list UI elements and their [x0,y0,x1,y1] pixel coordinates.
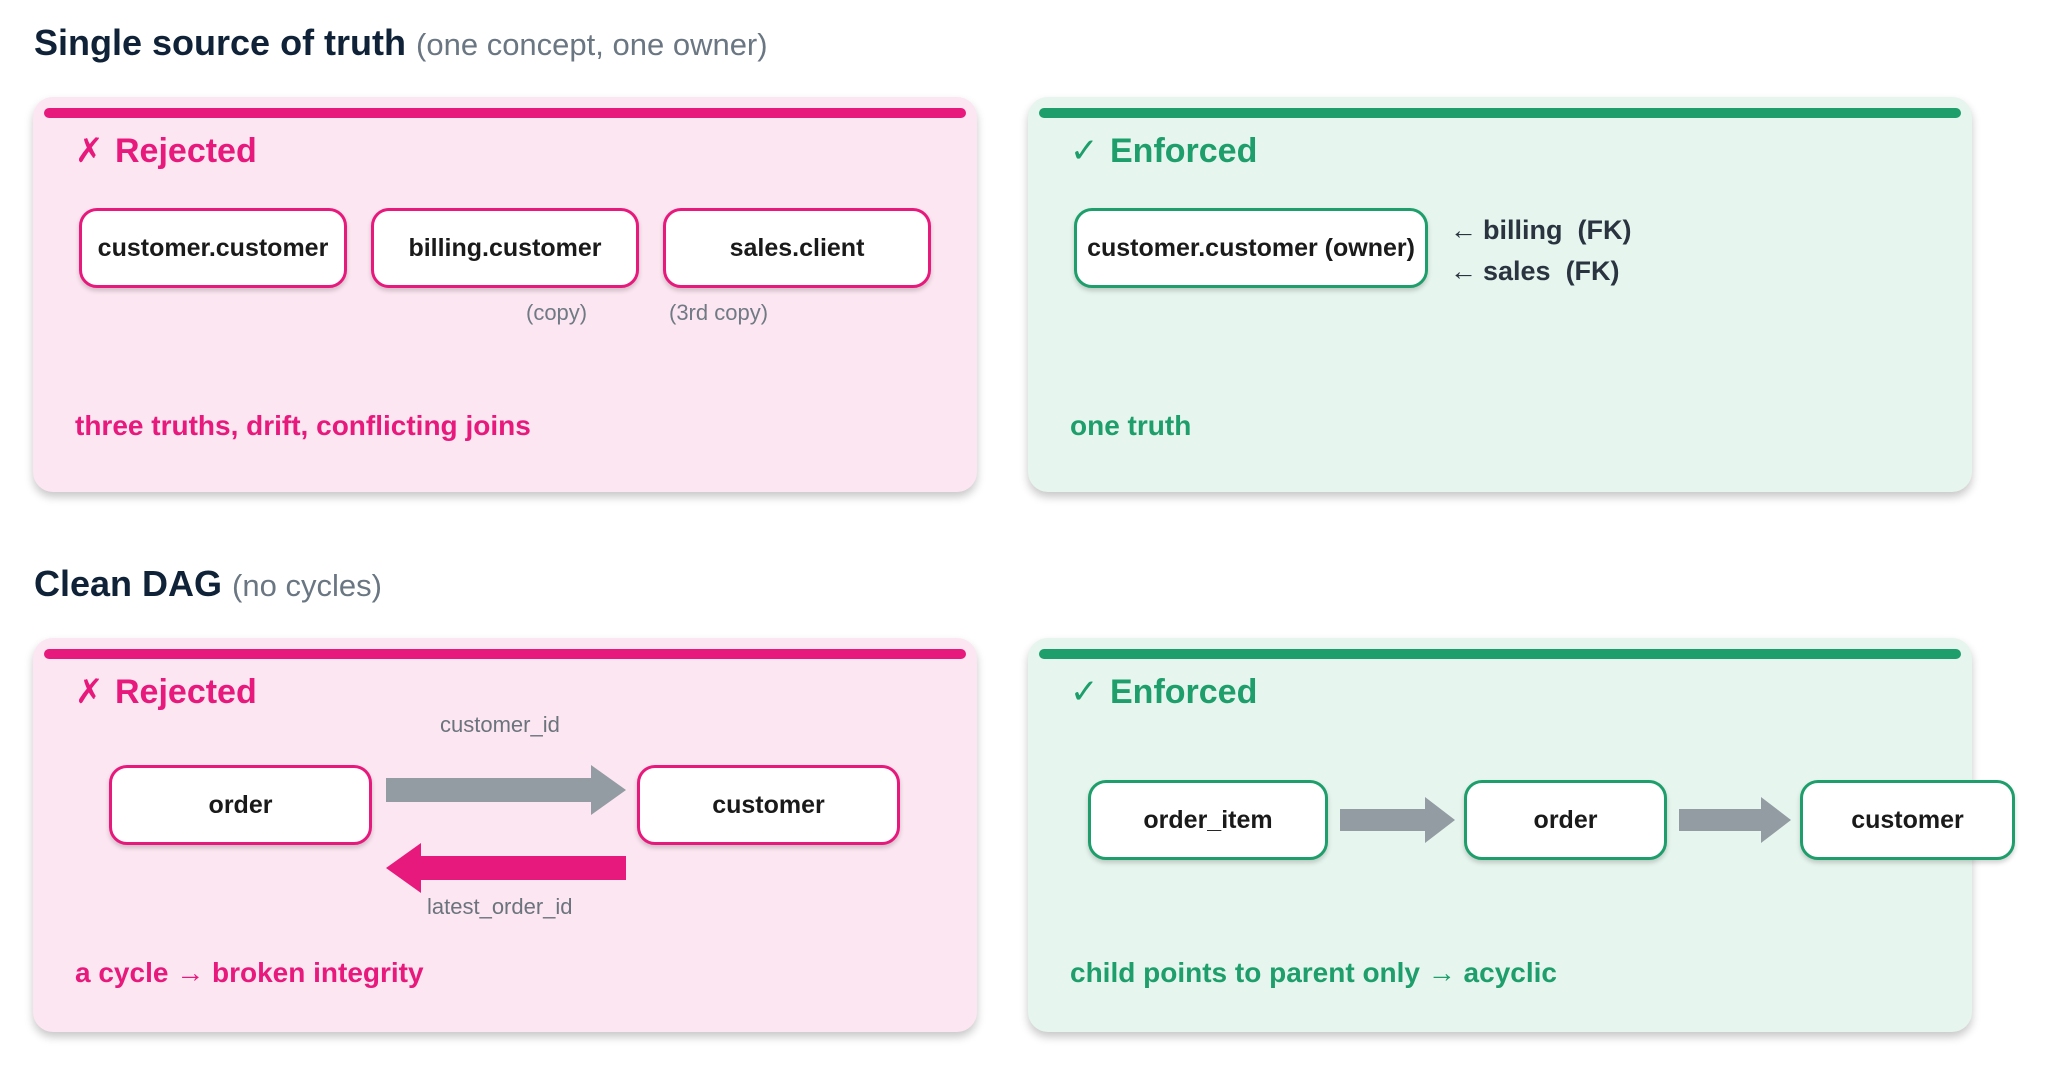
panel-rejected-dag: ✗ Rejected customer_id order customer lat… [33,638,977,1032]
arrow-order-item-to-order [1340,797,1455,843]
arrow-shape [1340,797,1455,843]
section-title-text: Single source of truth [34,22,407,63]
node-order-item: order_item [1088,780,1328,860]
cross-icon: ✗ [75,673,104,711]
panel-heading-text: Rejected [115,132,257,170]
check-icon: ✓ [1070,132,1099,170]
arrow-customer-to-order [386,843,626,893]
node-customer-customer: customer.customer [79,208,347,288]
panel-footer-enforced: child points to parent only → acyclic [1070,957,1557,988]
panel-heading-text: Enforced [1110,673,1258,711]
edge-label-customer-id: customer_id [440,712,560,737]
section-subtitle: (one concept, one owner) [416,27,768,62]
panel-footer-rejected: three truths, drift, conflicting joins [75,410,531,441]
panel-heading-text: Enforced [1110,132,1258,170]
node-customer: customer [1800,780,2015,860]
note-copy: (copy) [526,300,588,325]
section-title-text: Clean DAG [34,563,223,604]
panel-enforced-single-source: ✓ Enforced customer.customer (owner) ←bil… [1028,97,1972,492]
panel-top-bar [1039,649,1961,659]
section-title-single-source: Single source of truth (one concept, one … [34,22,768,64]
panel-top-bar [1039,108,1961,118]
panel-top-bar [44,649,966,659]
panel-footer-enforced: one truth [1070,410,1192,441]
panel-top-bar [44,108,966,118]
arrow-shape [386,843,626,893]
ref-text: sales (FK) [1483,256,1620,286]
node-customer-owner: customer.customer (owner) [1074,208,1428,288]
panel-heading-rejected: ✗ Rejected [75,131,257,171]
node-sales-client: sales.client [663,208,931,288]
panel-rejected-single-source: ✗ Rejected customer.customer billing.cust… [33,97,977,492]
ref-text: billing (FK) [1483,215,1632,245]
panel-heading-text: Rejected [115,673,257,711]
left-arrow-icon: ← [1450,256,1477,286]
panel-footer-rejected: a cycle → broken integrity [75,957,424,988]
arrow-order-to-customer [386,765,626,815]
node-customer: customer [637,765,900,845]
check-icon: ✓ [1070,673,1099,711]
arrow-shape [1679,797,1791,843]
panel-enforced-dag: ✓ Enforced order_item order customer chil… [1028,638,2015,1032]
panel-heading-enforced: ✓ Enforced [1070,131,1257,171]
panel-heading-rejected: ✗ Rejected [75,672,257,712]
ref-billing-fk: ←billing (FK) [1450,215,1631,246]
section-title-clean-dag: Clean DAG (no cycles) [34,563,382,605]
node-order: order [109,765,372,845]
panel-heading-enforced: ✓ Enforced [1070,672,1257,712]
ref-sales-fk: ←sales (FK) [1450,256,1620,287]
arrow-order-to-customer [1679,797,1791,843]
node-billing-customer: billing.customer [371,208,639,288]
edge-label-latest-order-id: latest_order_id [427,894,573,919]
note-third-copy: (3rd copy) [669,300,769,325]
arrow-shape [386,765,626,815]
left-arrow-icon: ← [1450,215,1477,245]
section-subtitle: (no cycles) [232,568,382,603]
node-order: order [1464,780,1667,860]
cross-icon: ✗ [75,132,104,170]
